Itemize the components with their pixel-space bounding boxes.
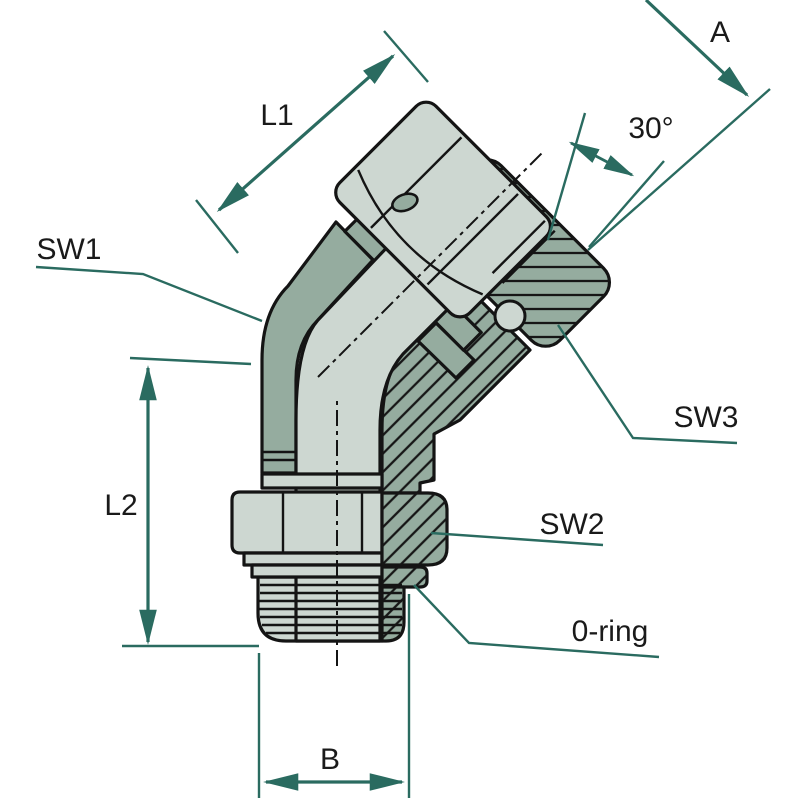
label-sw2: SW2 xyxy=(539,508,604,541)
male-thread-lines xyxy=(259,583,402,635)
dimensions xyxy=(35,0,771,798)
oring-leader xyxy=(413,584,660,659)
label-sw1: SW1 xyxy=(36,233,101,266)
l1-extension-upper xyxy=(383,30,429,83)
angle-arrow xyxy=(568,141,635,177)
a-face-line xyxy=(587,88,771,251)
label-b: B xyxy=(320,743,340,776)
label-oring: 0-ring xyxy=(572,615,649,648)
labels: L1 A 30° SW1 L2 SW3 SW2 0-ring B xyxy=(36,16,738,776)
label-l1: L1 xyxy=(260,99,293,132)
hex-section-sw2-hatch xyxy=(382,493,447,565)
angle-line-2 xyxy=(588,160,665,248)
label-30: 30° xyxy=(628,112,673,145)
locking-ball xyxy=(493,299,527,333)
label-a: A xyxy=(710,16,730,49)
a-arrow xyxy=(644,0,750,98)
angle-line-1 xyxy=(546,112,587,241)
washer-upper xyxy=(260,472,384,490)
thread-line xyxy=(501,229,556,284)
thread-line xyxy=(491,219,546,274)
label-l2: L2 xyxy=(104,489,137,522)
centerline-45 xyxy=(317,152,543,378)
hex-locknut xyxy=(230,490,384,555)
label-sw3: SW3 xyxy=(673,401,738,434)
washer-lower-1 xyxy=(242,551,384,567)
nut-chamfer-line-1 xyxy=(370,136,463,229)
nut-chamfer-line-2 xyxy=(426,193,519,286)
sw2-leader xyxy=(430,531,604,547)
o-ring-hatch xyxy=(382,567,427,587)
fitting-body xyxy=(230,100,612,666)
washer-lower-2 xyxy=(250,563,384,579)
l1-extension-lower xyxy=(195,199,239,254)
l1-dimension-arrow xyxy=(216,54,396,212)
sw1-leader xyxy=(35,265,263,323)
sw3-leader xyxy=(557,324,738,445)
l2-extension-top xyxy=(129,356,252,366)
